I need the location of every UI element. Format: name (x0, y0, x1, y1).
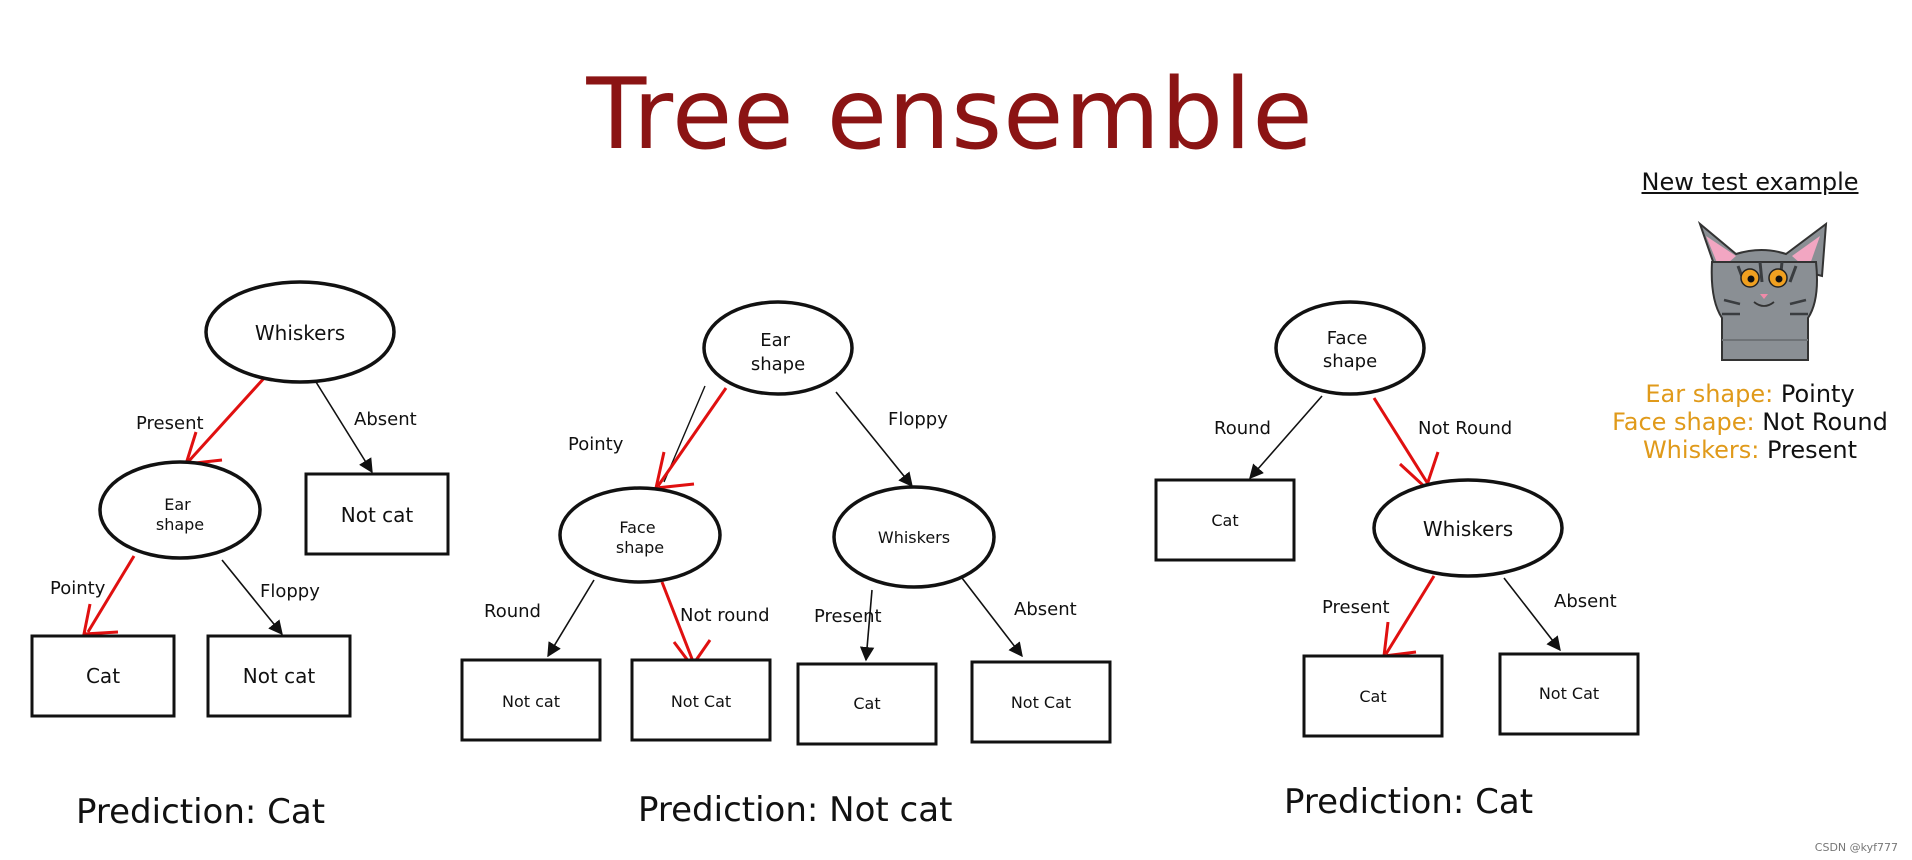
watermark-credit: CSDN @kyf777 (1814, 841, 1898, 854)
branch-present: Present (136, 413, 204, 434)
leaf-not-cat-3-label: Not Cat (1011, 693, 1071, 712)
branch-pointy: Pointy (50, 578, 106, 599)
edge-pointy-highlight (86, 555, 136, 633)
leaf-cat-label: Cat (86, 664, 120, 688)
edge-absent (315, 381, 373, 474)
feature-face-shape-value: Not Round (1762, 408, 1888, 436)
node-whiskers-label: Whiskers (878, 528, 950, 547)
leaf-cat (1302, 654, 1444, 738)
tree-1: Whiskers Ear shape Not cat Cat Not cat P… (30, 280, 450, 832)
node-face-shape-label: Face shape (616, 518, 664, 557)
edge-absent (961, 577, 1023, 658)
feature-ear-shape: Ear shape: Pointy (1590, 380, 1910, 408)
edge-absent (1503, 577, 1561, 652)
branch-present: Present (814, 606, 882, 627)
leaf-cat-label: Cat (853, 694, 880, 713)
node-ear-shape-label: Ear shape (156, 495, 204, 534)
prediction-2: Prediction: Not cat (638, 790, 952, 830)
leaf-not-cat-label: Not Cat (1539, 684, 1599, 703)
node-whiskers (1372, 478, 1564, 578)
leaf-not-cat-2 (630, 658, 772, 742)
slide-title: Tree ensemble (586, 58, 1314, 172)
branch-not-round: Not round (680, 605, 770, 626)
leaf-cat-left (1154, 478, 1296, 562)
leaf-not-cat-right (304, 472, 450, 556)
branch-not-round: Not Round (1418, 418, 1512, 439)
branch-absent: Absent (354, 409, 417, 430)
node-face-shape-label: Face shape (1323, 328, 1377, 372)
feature-face-shape: Face shape: Not Round (1590, 408, 1910, 436)
feature-ear-shape-name: Ear shape: (1645, 380, 1774, 408)
feature-whiskers-value: Present (1766, 436, 1858, 464)
edge-pointy-highlight (656, 387, 728, 487)
branch-absent: Absent (1554, 591, 1617, 612)
edge-pointy-arrowhead (82, 603, 119, 636)
branch-floppy: Floppy (888, 409, 948, 430)
leaf-not-cat (206, 634, 352, 718)
edge-present-highlight (186, 374, 268, 464)
branch-round: Round (1214, 418, 1271, 439)
prediction-3: Prediction: Cat (1284, 782, 1533, 822)
feature-whiskers-name: Whiskers: (1642, 436, 1760, 464)
prediction-1: Prediction: Cat (76, 792, 325, 832)
test-example-heading: New test example (1641, 168, 1859, 196)
edge-not-round-highlight (1372, 397, 1430, 485)
node-whiskers (204, 280, 396, 384)
leaf-cat-left-label: Cat (1211, 511, 1238, 530)
node-face-shape (558, 486, 722, 584)
branch-absent: Absent (1014, 599, 1077, 620)
node-ear-shape-label: Ear shape (751, 330, 805, 375)
edge-present-highlight (1384, 575, 1436, 655)
edge-round (547, 579, 595, 658)
cat-illustration (1697, 220, 1828, 361)
branch-floppy: Floppy (260, 581, 320, 602)
tree-3: Face shape Whiskers Cat Cat Not Cat Roun… (1154, 300, 1640, 822)
leaf-cat (30, 634, 176, 718)
edge-round (1249, 395, 1323, 480)
feature-ear-shape-value: Pointy (1780, 380, 1855, 408)
node-whiskers-label: Whiskers (1423, 517, 1513, 541)
node-ear-shape (98, 460, 262, 560)
leaf-not-cat-label: Not cat (243, 664, 316, 688)
edge-floppy (221, 559, 283, 636)
leaf-not-cat-1 (460, 658, 602, 742)
edge-not-round-highlight (660, 581, 696, 665)
leaf-not-cat-1-label: Not cat (502, 692, 560, 711)
node-face-shape (1274, 300, 1426, 396)
feature-whiskers: Whiskers: Present (1590, 436, 1910, 464)
leaf-not-cat-3 (970, 660, 1112, 744)
node-ear-shape (702, 300, 854, 396)
leaf-not-cat-2-label: Not Cat (671, 692, 731, 711)
edge-floppy (835, 391, 913, 488)
leaf-cat (796, 662, 938, 746)
branch-present: Present (1322, 597, 1390, 618)
leaf-cat-label: Cat (1359, 687, 1386, 706)
node-whiskers (832, 485, 996, 589)
feature-face-shape-name: Face shape: (1612, 408, 1755, 436)
leaf-not-cat (1498, 652, 1640, 736)
leaf-not-cat-right-label: Not cat (341, 503, 414, 527)
node-whiskers-label: Whiskers (255, 321, 345, 345)
branch-pointy: Pointy (568, 434, 624, 455)
edge-present (859, 589, 875, 662)
tree-2: Ear shape Face shape Whiskers Not cat No… (460, 300, 1112, 830)
branch-round: Round (484, 601, 541, 622)
